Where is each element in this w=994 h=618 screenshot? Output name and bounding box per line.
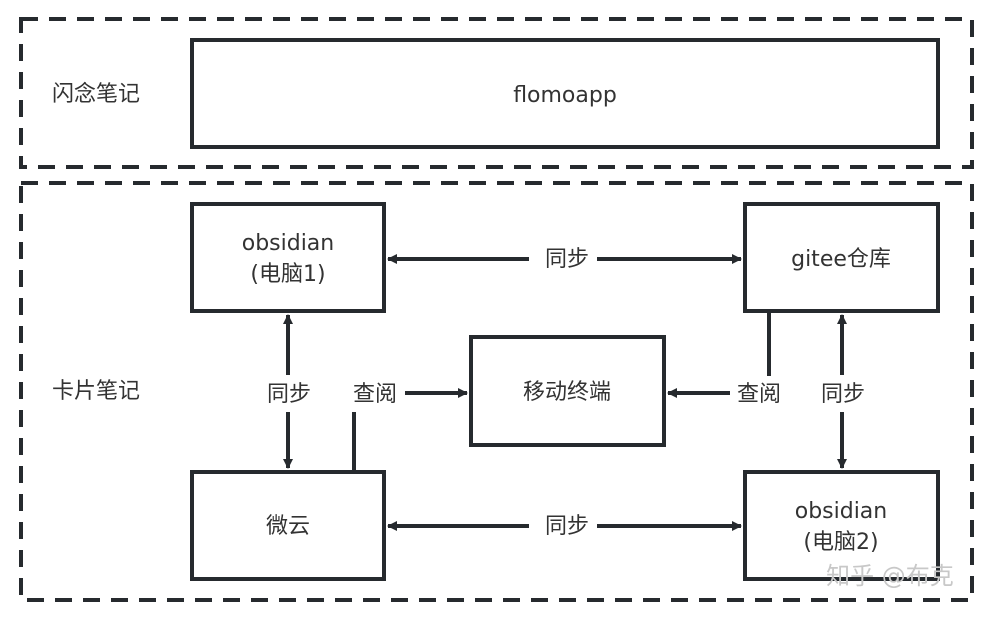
node-obsidian-pc2-line2: (电脑2)	[803, 530, 878, 555]
group-flash-notes	[19, 17, 974, 169]
node-mobile-terminal-label: 移动终端	[523, 380, 611, 405]
node-obsidian-pc2-line1: obsidian	[795, 499, 888, 524]
edge-weiyun-mobile: 查阅	[352, 382, 468, 470]
group-card-notes	[19, 181, 974, 602]
node-obsidian-pc2[interactable]: obsidian (电脑2)	[743, 470, 940, 581]
edge-gitee-mobile-label: 查阅	[737, 382, 781, 407]
node-obsidian-pc1-line2: (电脑1)	[250, 262, 325, 287]
node-weiyun-label: 微云	[266, 514, 310, 539]
node-flomoapp[interactable]: flomoapp	[190, 38, 940, 149]
watermark: 知乎 @布克	[826, 562, 954, 590]
edge-obsidian1-weiyun: 同步	[267, 314, 311, 469]
node-weiyun[interactable]: 微云	[190, 470, 386, 581]
edge-gitee-obsidian2-label: 同步	[821, 382, 865, 407]
edge-gitee-obsidian2: 同步	[821, 314, 865, 469]
node-mobile-terminal[interactable]: 移动终端	[469, 335, 666, 447]
node-gitee-repo-label: gitee仓库	[791, 247, 891, 272]
node-obsidian-pc1[interactable]: obsidian (电脑1)	[190, 202, 386, 313]
edge-weiyun-obsidian2-label: 同步	[545, 514, 589, 539]
edge-obsidian1-weiyun-label: 同步	[267, 382, 311, 407]
edge-gitee-mobile: 查阅	[667, 313, 781, 407]
edge-weiyun-obsidian2: 同步	[387, 514, 742, 539]
node-obsidian-pc1-line1: obsidian	[242, 231, 335, 256]
group-card-notes-label: 卡片笔记	[52, 379, 140, 404]
node-flomoapp-label: flomoapp	[513, 83, 617, 108]
edge-obsidian1-gitee: 同步	[387, 247, 742, 272]
node-gitee-repo[interactable]: gitee仓库	[743, 202, 940, 313]
edge-obsidian1-gitee-label: 同步	[545, 247, 589, 272]
edge-weiyun-mobile-label: 查阅	[353, 382, 397, 407]
group-flash-notes-label: 闪念笔记	[52, 82, 140, 107]
